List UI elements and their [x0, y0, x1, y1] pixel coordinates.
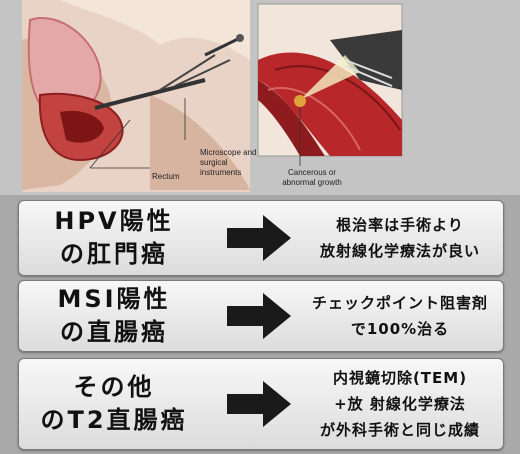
comparison-panel-t2: その他 のT2直腸癌 内視鏡切除(TEM) +放 射線化学療法 が外科手術と同じ…: [18, 358, 504, 450]
outcome-line: 内視鏡切除(TEM): [332, 369, 468, 387]
outcome-line: で100%治る: [350, 320, 450, 338]
outcome-line: 根治率は手術より: [336, 216, 464, 234]
label-cancer: Cancerous or abnormal growth: [282, 168, 342, 187]
panel-outcome: 内視鏡切除(TEM) +放 射線化学療法 が外科手術と同じ成績: [297, 359, 503, 449]
panel-condition: MSI陽性 の直腸癌: [19, 281, 209, 351]
panel-outcome: チェックポイント阻害剤 で100%治る: [297, 281, 503, 351]
outcome-line: 放射線化学療法が良い: [319, 242, 480, 260]
right-arrow-icon: [227, 381, 291, 427]
condition-line: その他: [73, 373, 155, 401]
condition-line: の肛門癌: [60, 240, 168, 268]
panel-outcome: 根治率は手術より 放射線化学療法が良い: [297, 201, 503, 275]
condition-line: HPV陽性: [54, 207, 174, 235]
outcome-line: が外科手術と同じ成績: [319, 421, 480, 439]
tem-procedure-drawing: [22, 0, 403, 192]
right-arrow-icon: [227, 293, 291, 339]
comparison-panel-hpv: HPV陽性 の肛門癌 根治率は手術より 放射線化学療法が良い: [18, 200, 504, 276]
condition-line: のT2直腸癌: [40, 406, 188, 434]
panel-condition: HPV陽性 の肛門癌: [19, 201, 209, 275]
label-rectum: Rectum: [152, 172, 180, 181]
comparison-panel-msi: MSI陽性 の直腸癌 チェックポイント阻害剤 で100%治る: [18, 280, 504, 352]
panel-condition: その他 のT2直腸癌: [19, 359, 209, 449]
condition-line: の直腸癌: [60, 318, 168, 346]
outcome-line: チェックポイント阻害剤: [311, 294, 488, 312]
condition-line: MSI陽性: [57, 285, 171, 313]
label-microscope: Microscope and surgical instruments: [200, 148, 257, 177]
outcome-line: +放 射線化学療法: [334, 395, 466, 413]
medical-illustration: Microscope and surgical instruments Rect…: [0, 0, 520, 195]
right-arrow-icon: [227, 215, 291, 261]
